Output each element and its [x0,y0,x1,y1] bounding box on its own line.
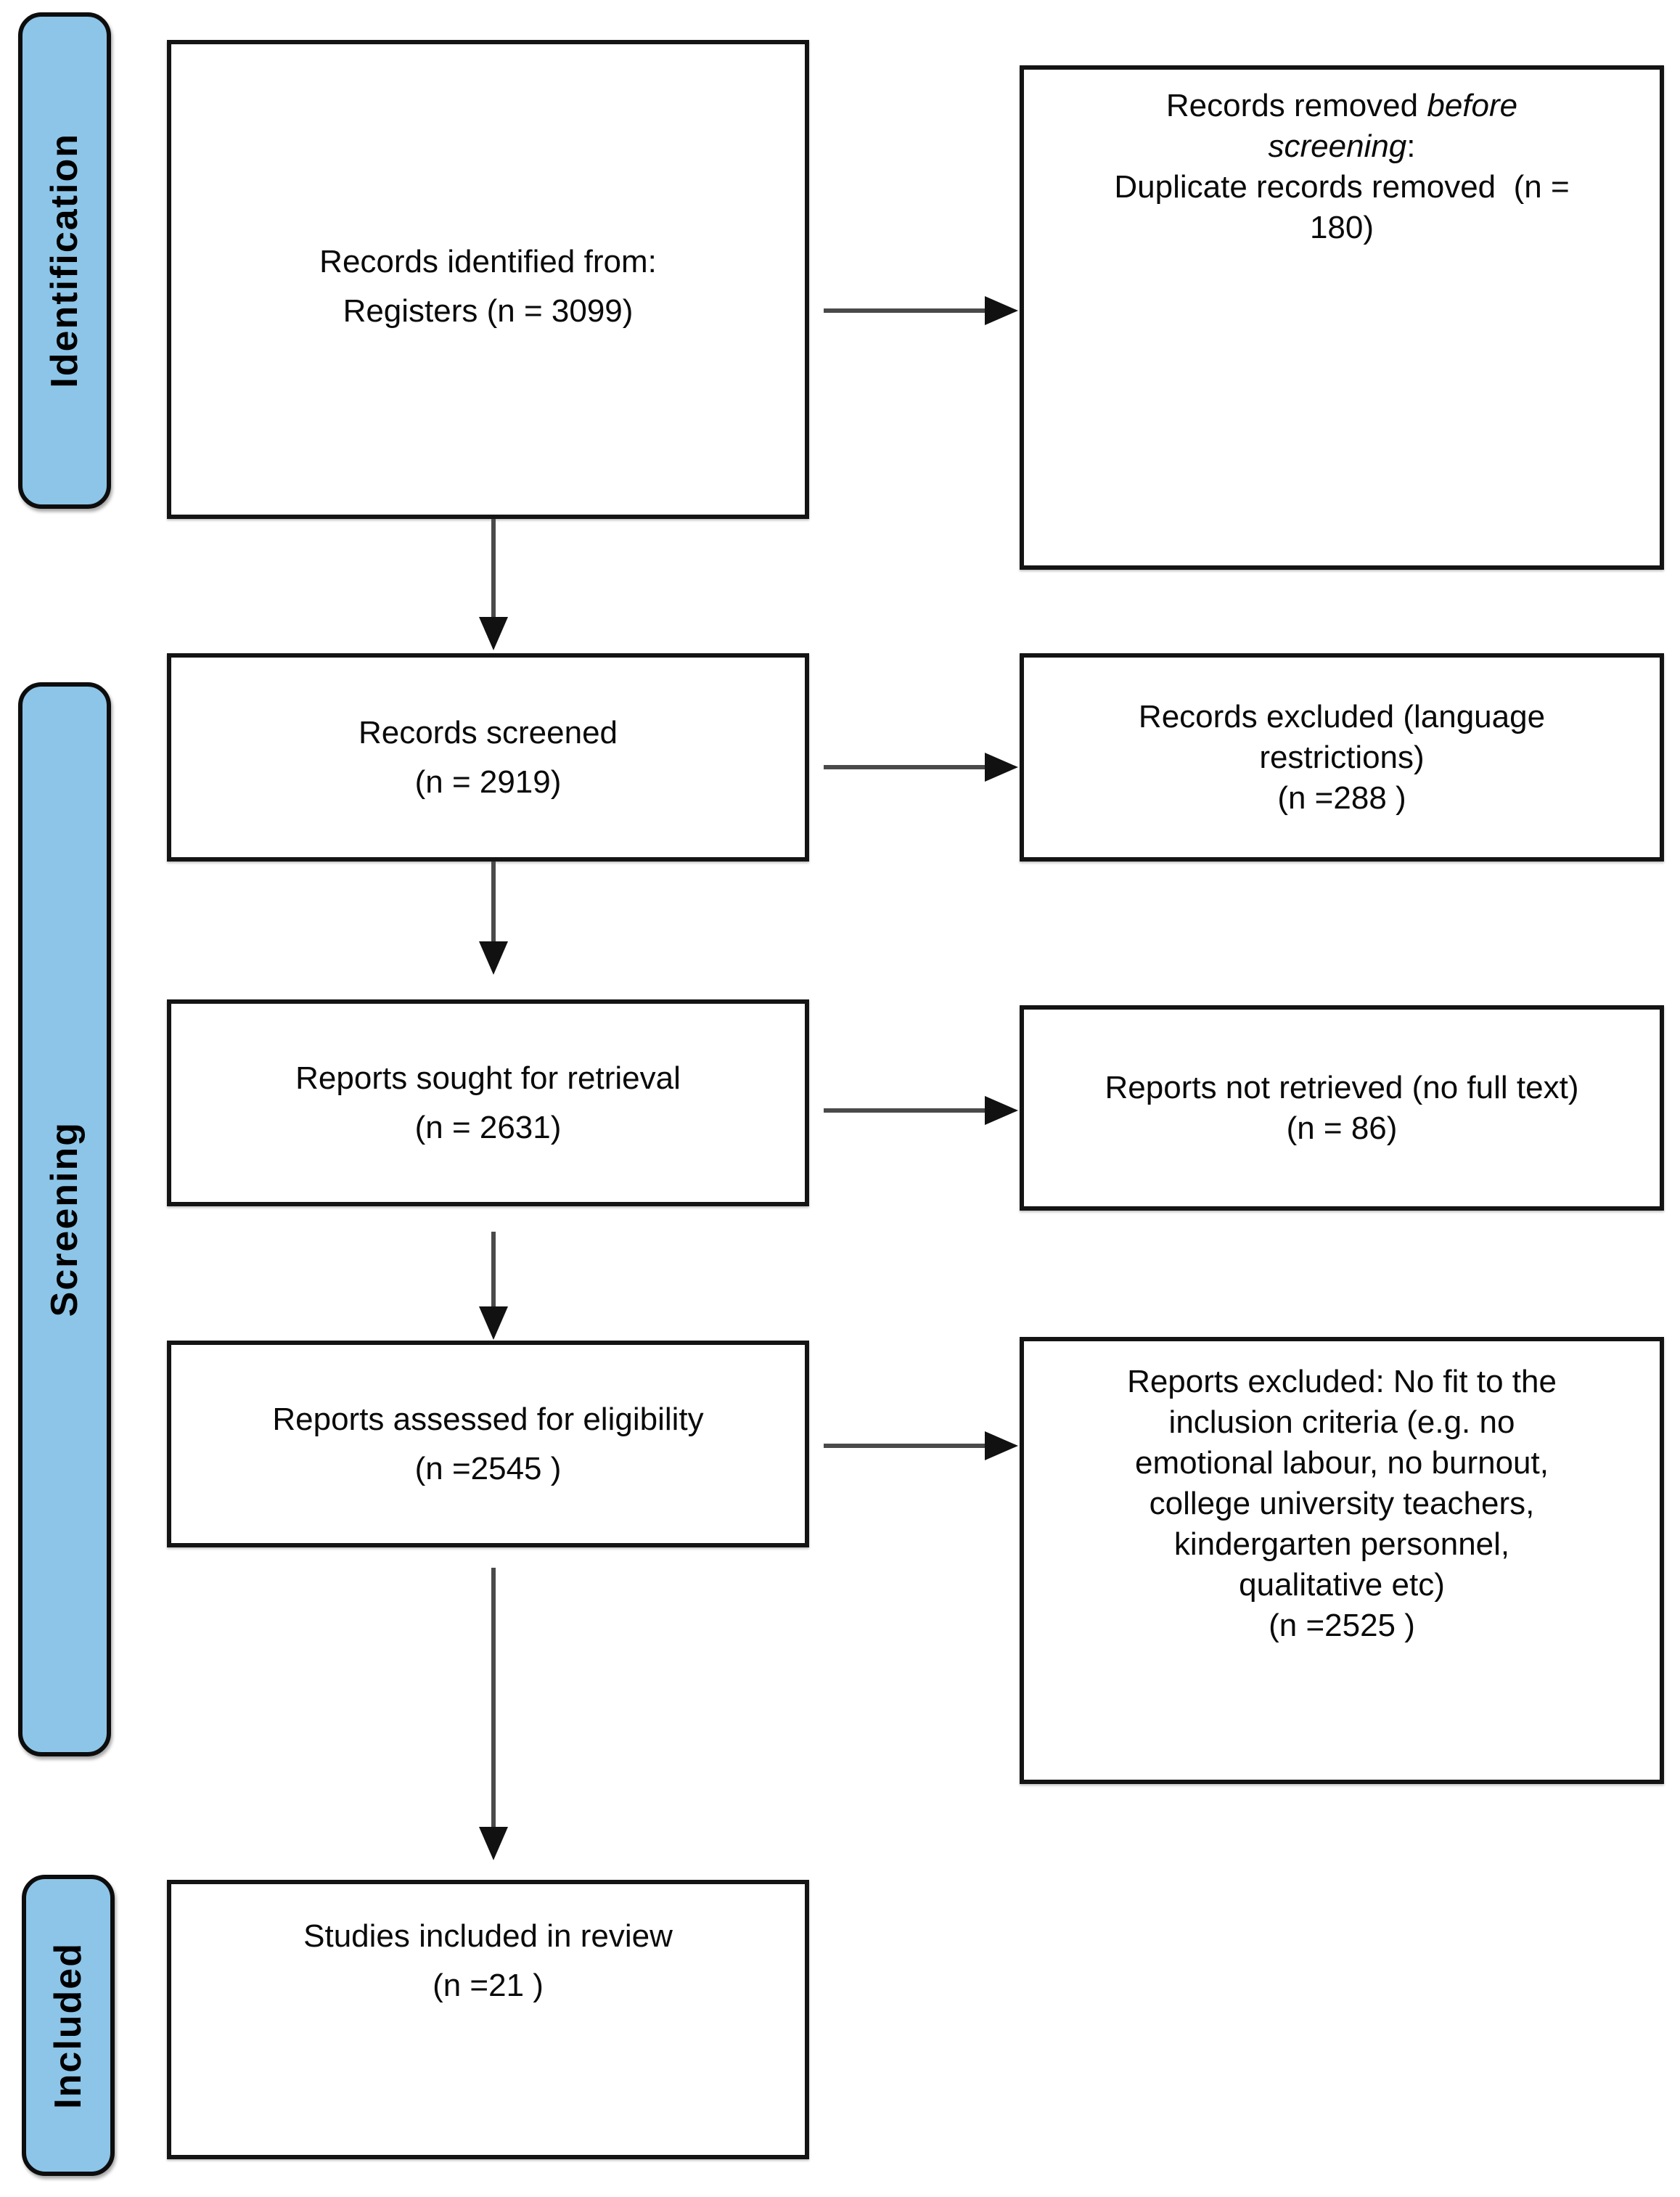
arrow-line [824,765,985,769]
text-segment: : [1406,128,1416,164]
arrow-head-right-icon [985,296,1018,325]
box-text-line: (n =288 ) [1277,780,1406,816]
arrow-line [491,1568,496,1827]
box-text-line: Duplicate records removed (n = [1114,169,1570,205]
box-text-line: Records excluded (language [1138,698,1546,735]
box-reports-not-retrieved: Reports not retrieved (no full text) (n … [1020,1005,1664,1211]
box-text-line: inclusion criteria (e.g. no [1168,1404,1515,1440]
box-text-line: (n = 2631) [414,1109,562,1145]
arrow-line [491,1232,496,1306]
box-text-line: college university teachers, [1149,1486,1535,1521]
box-text-line: Reports assessed for eligibility [272,1401,704,1437]
box-text-line: Records removed before [1166,86,1517,126]
arrow-line [491,862,496,941]
box-text-line: 180) [1309,210,1374,245]
box-text-line: (n =21 ) [433,1968,544,2003]
box-reports-sought: Reports sought for retrieval (n = 2631) [167,999,809,1206]
box-text-line: emotional labour, no burnout, [1135,1445,1549,1481]
box-reports-excluded: Reports excluded: No fit to the inclusio… [1020,1337,1664,1784]
box-text-line: Studies included in review [303,1918,673,1954]
stage-label-identification: Identification [44,133,86,388]
text-segment-italic: screening [1268,128,1407,164]
box-records-excluded: Records excluded (language restrictions)… [1020,653,1664,862]
box-text-line: screening: [1268,126,1415,167]
arrow-head-right-icon [985,1096,1018,1125]
box-text-line: (n = 2919) [414,764,562,800]
stage-label-included: Included [47,1942,89,2109]
box-records-removed-before-screening: Records removed before screening: Duplic… [1020,65,1664,570]
box-text-line: (n =2545 ) [414,1450,562,1486]
box-reports-assessed: Reports assessed for eligibility (n =254… [167,1341,809,1547]
box-text-line: Reports excluded: No fit to the [1127,1364,1557,1399]
arrow-head-right-icon [985,1431,1018,1460]
text-segment: Records removed [1165,88,1427,123]
box-text-line: (n =2525 ) [1269,1608,1415,1643]
box-text-line: Reports sought for retrieval [295,1060,681,1096]
box-text-line: (n = 86) [1286,1110,1398,1146]
arrow-head-down-icon [479,941,508,975]
arrow-line [824,1444,985,1448]
box-text-line: restrictions) [1259,739,1425,775]
box-text-line: Records identified from: [319,244,657,279]
arrow-head-down-icon [479,617,508,650]
arrow-head-right-icon [985,753,1018,782]
arrow-head-down-icon [479,1827,508,1860]
arrow-line [824,308,985,313]
arrow-line [491,519,496,617]
box-records-screened: Records screened (n = 2919) [167,653,809,862]
box-text-line: Registers (n = 3099) [343,293,634,329]
stage-bar-screening: Screening [18,682,111,1756]
box-studies-included: Studies included in review (n =21 ) [167,1880,809,2159]
box-records-identified: Records identified from: Registers (n = … [167,40,809,519]
box-text-line: Reports not retrieved (no full text) [1105,1069,1579,1105]
arrow-head-down-icon [479,1306,508,1340]
box-text-line: qualitative etc) [1239,1567,1445,1603]
stage-bar-identification: Identification [18,12,111,509]
box-text-line: Records screened [358,714,618,750]
box-text-line: kindergarten personnel, [1173,1526,1510,1562]
text-segment-italic: before [1427,88,1518,123]
stage-bar-included: Included [22,1875,115,2176]
stage-label-screening: Screening [44,1121,86,1317]
arrow-line [824,1108,985,1113]
